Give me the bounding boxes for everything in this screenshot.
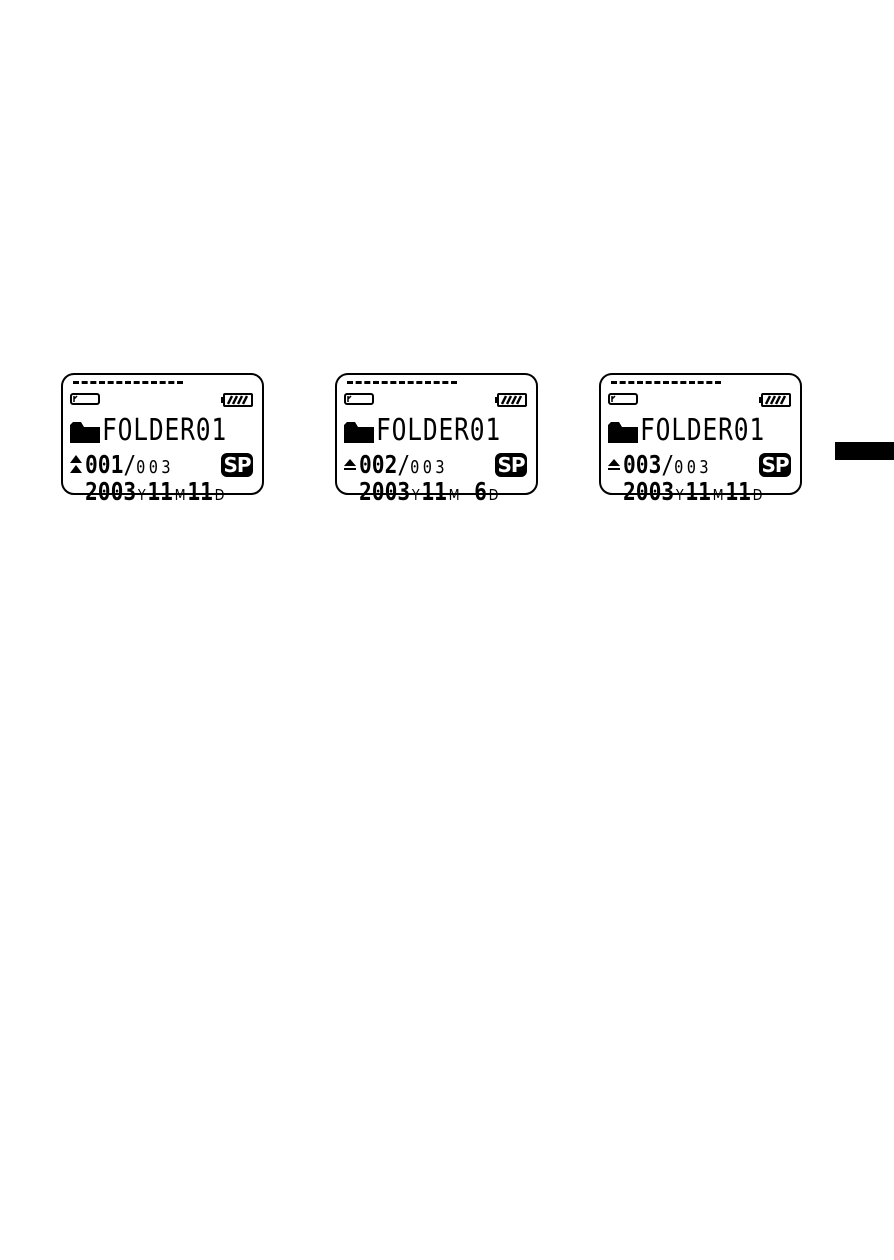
- folder-icon: [344, 421, 374, 443]
- date-day-unit: D: [489, 486, 499, 504]
- folder-name: FOLDER01: [640, 415, 765, 447]
- up-triangle-icon: [607, 455, 621, 475]
- date-month: 11: [147, 477, 173, 506]
- track-total: 003: [674, 457, 712, 478]
- folder-icon: [608, 421, 638, 443]
- track-total: 003: [410, 457, 448, 478]
- date-year-unit: Y: [676, 486, 684, 504]
- date-month: 11: [421, 477, 447, 506]
- memory-card-icon: [70, 393, 100, 405]
- recording-mode-badge: SP: [495, 453, 527, 477]
- date-day: 11: [187, 477, 213, 506]
- date-day-unit: D: [215, 486, 225, 504]
- recording-mode-badge: SP: [759, 453, 791, 477]
- folder-name: FOLDER01: [376, 415, 501, 447]
- lcd-segment-dashes: [347, 381, 457, 384]
- date-year: 2003: [85, 477, 136, 506]
- date-year: 2003: [359, 477, 410, 506]
- date-month: 11: [685, 477, 711, 506]
- track-separator: /: [661, 450, 674, 479]
- battery-icon: [495, 393, 527, 407]
- folder-icon: [70, 421, 100, 443]
- folder-name: FOLDER01: [102, 415, 227, 447]
- lcd-segment-dashes: [73, 381, 183, 384]
- up-triangle-icon: [343, 455, 357, 475]
- battery-icon: [759, 393, 791, 407]
- date-month-unit: M: [449, 486, 460, 504]
- double-up-triangle-icon: [69, 455, 83, 475]
- battery-icon: [221, 393, 253, 407]
- recording-mode-badge: SP: [221, 453, 253, 477]
- track-separator: /: [397, 450, 410, 479]
- track-current: 001: [85, 450, 123, 479]
- date-day: 11: [725, 477, 751, 506]
- date-year-unit: Y: [138, 486, 146, 504]
- date-day-unit: D: [753, 486, 763, 504]
- lcd-segment-dashes: [611, 381, 721, 384]
- date-month-unit: M: [713, 486, 724, 504]
- date-year-unit: Y: [412, 486, 420, 504]
- memory-card-icon: [344, 393, 374, 405]
- memory-card-icon: [608, 393, 638, 405]
- date-month-unit: M: [175, 486, 186, 504]
- date-day: 6: [461, 477, 487, 506]
- section-edge-tab: [835, 442, 894, 460]
- date-year: 2003: [623, 477, 674, 506]
- track-current: 003: [623, 450, 661, 479]
- track-total: 003: [136, 457, 174, 478]
- track-current: 002: [359, 450, 397, 479]
- track-separator: /: [123, 450, 136, 479]
